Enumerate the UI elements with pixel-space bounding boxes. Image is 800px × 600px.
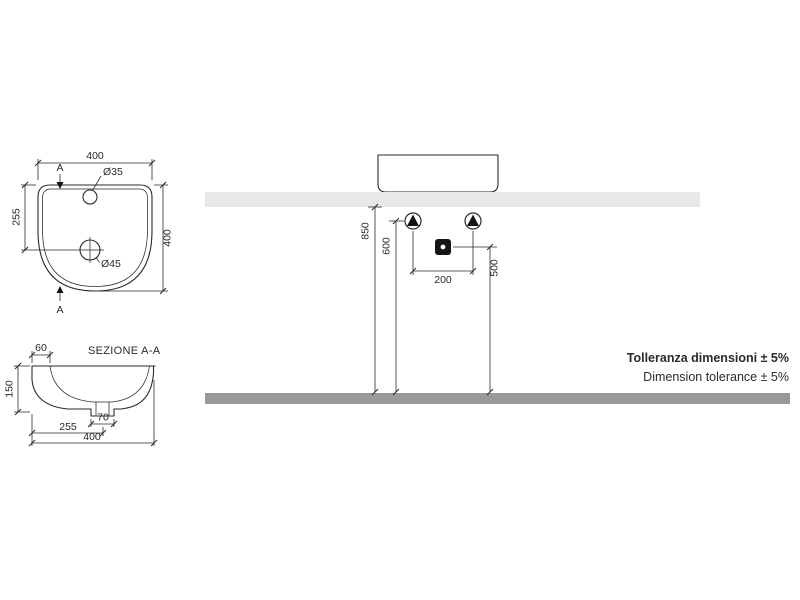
water-supply-left-icon — [404, 212, 422, 230]
section-height-dimension: 150 — [4, 380, 16, 398]
water-supply-left-triangle — [407, 214, 419, 226]
basin-front-silhouette — [377, 154, 499, 193]
section-height-ticks — [14, 362, 22, 416]
section-basin-surface — [49, 365, 150, 403]
counter-band — [205, 192, 700, 207]
installation-view: 850 600 500 200 — [205, 154, 790, 404]
water-supply-right-triangle — [467, 214, 479, 226]
water-supply-right-icon — [464, 212, 482, 230]
section-trap-dimension: 70 — [97, 412, 109, 424]
drain-outlet-center — [440, 244, 446, 250]
tolerance-notes: Tolleranza dimensioni ± 5% Dimension tol… — [627, 351, 789, 384]
section-width-dimension: 400 — [83, 431, 101, 443]
section-trap-ticks — [87, 420, 118, 428]
section-trap-extensions — [90, 419, 115, 427]
section-ledge-extensions — [31, 351, 51, 363]
supply-height-dimension: 600 — [381, 237, 393, 255]
supply-spacing-dimension: 200 — [434, 274, 452, 286]
supply-height-ticks — [392, 217, 400, 396]
drain-leader — [95, 257, 100, 263]
section-ledge-dimension: 60 — [35, 342, 47, 354]
tolerance-note-english: Dimension tolerance ± 5% — [643, 370, 789, 384]
plan-width-dimension: 400 — [86, 150, 104, 162]
section-255-ticks — [28, 429, 107, 437]
section-255-extensions — [31, 414, 104, 446]
section-view: SEZIONE A-A 60 150 70 255 400 — [4, 342, 161, 447]
section-255-dimension: 255 — [59, 421, 77, 433]
plan-top-dim-extensions — [37, 159, 153, 180]
faucet-hole-label: Ø35 — [103, 166, 123, 178]
section-400-ticks — [28, 439, 158, 447]
section-view-title: SEZIONE A-A — [88, 345, 161, 357]
floor-band — [205, 393, 790, 404]
plan-left-dimension: 255 — [11, 208, 23, 226]
supply-spacing-extensions — [412, 231, 474, 275]
plan-top-dim-ticks — [34, 159, 156, 167]
faucet-hole-leader — [92, 175, 102, 191]
drain-height-ticks — [486, 243, 494, 396]
tolerance-note-italian: Tolleranza dimensioni ± 5% — [627, 351, 789, 365]
rim-height-ticks — [371, 203, 379, 396]
section-ledge-ticks — [28, 351, 54, 359]
plan-left-dim-ticks — [21, 181, 29, 254]
supply-spacing-ticks — [409, 267, 477, 275]
rim-height-dimension: 850 — [360, 222, 372, 240]
drain-crosshair — [21, 237, 104, 263]
section-marker-top-arrow — [56, 182, 64, 189]
basin-plan-inner-rim — [42, 188, 148, 287]
plan-view: Ø35 Ø45 400 255 400 A A — [11, 150, 174, 316]
section-marker-top: A — [56, 162, 63, 174]
plan-depth-dimension: 400 — [162, 229, 174, 247]
plan-right-dim-extensions — [98, 184, 168, 292]
faucet-hole — [82, 189, 98, 205]
plan-right-dim-ticks — [159, 181, 167, 295]
section-marker-bottom: A — [56, 304, 63, 316]
section-height-extensions — [14, 365, 30, 413]
drain-label: Ø45 — [101, 258, 121, 270]
section-outer-profile — [31, 365, 155, 417]
section-marker-bottom-arrow — [56, 286, 64, 293]
basin-plan-outline — [37, 184, 153, 292]
drain-height-dimension: 500 — [489, 259, 501, 277]
section-trap-lines — [95, 402, 110, 416]
